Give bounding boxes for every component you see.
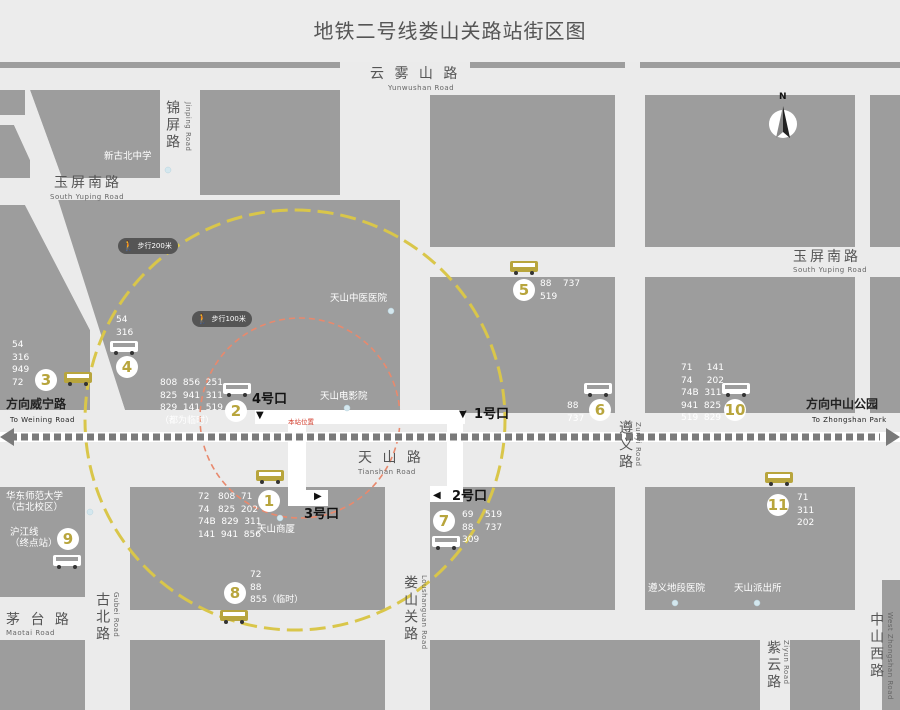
- exit3-corridor: [288, 424, 306, 506]
- road-tianshan-zh: 天 山 路: [358, 450, 424, 466]
- road-zhongshan-en: West Zhongshan Road: [886, 612, 895, 700]
- road-maotai-en: Maotai Road: [6, 629, 55, 637]
- road-jinping-zh: 锦屏路: [164, 100, 181, 151]
- north-arrow: [769, 106, 797, 138]
- bus-stop-6-number: 6: [589, 399, 611, 421]
- road-zunyi-en: Zunyi Road: [634, 422, 643, 467]
- road-zunyi-zh: 遵义路: [617, 420, 634, 471]
- title-bar: [0, 0, 900, 62]
- block-mid-right: [645, 277, 855, 413]
- exit-3-label: 3号口: [304, 507, 340, 522]
- landmark-tcm-hospital: 天山中医医院: [330, 293, 388, 304]
- road-gubei-zh: 古北路: [94, 592, 111, 643]
- bus-stop-4-number: 4: [116, 356, 138, 378]
- direction-east-en: To Zhongshan Park: [812, 416, 887, 424]
- landmark-cinema: 天山电影院: [320, 391, 368, 402]
- exit-4-arrow-icon: ▼: [256, 410, 264, 421]
- bus-stop-3-routes: 54 316 949 72: [12, 340, 30, 388]
- landmark-police-station: 天山派出所: [734, 583, 782, 594]
- road-yuping-right-zh: 玉屏南路: [793, 249, 861, 265]
- walking-person-icon: 🚶: [196, 313, 209, 325]
- road-loushanguan-zh: 娄山关路: [402, 575, 419, 643]
- bus-stop-10-number: 10: [724, 399, 746, 421]
- landmark-zunyi-hospital: 遵义地段医院: [648, 583, 706, 594]
- bus-stop-4-routes: 54 316: [116, 315, 134, 338]
- road-yunwushan-zh: 云 雾 山 路: [370, 66, 461, 82]
- block-far-left: [0, 205, 90, 410]
- road-maotai-zh: 茅 台 路: [6, 612, 72, 628]
- road-ziyun-en: Ziyun Road: [782, 640, 791, 685]
- track-arrow-east: [886, 428, 900, 446]
- road-yuping-left-zh: 玉屏南路: [54, 175, 122, 191]
- bus-stop-1-routes: 72 808 71 74 825 202 74B 829 311 141 941…: [198, 492, 262, 540]
- bus-stop-3-number: 3: [35, 369, 57, 391]
- walk-200m-badge: 🚶步行200米: [118, 238, 178, 254]
- bus-stop-8-routes: 72 88 855（临时）: [250, 570, 304, 605]
- bus-stop-7-routes: 69 519 88 737 309: [462, 510, 503, 545]
- exit-2-arrow-icon: ◀: [433, 490, 441, 501]
- bus-stop-7-number: 7: [433, 510, 455, 532]
- bus-stop-9-number: 9: [57, 528, 79, 550]
- walk-200m-label: 步行200米: [137, 242, 172, 250]
- road-tianshan-en: Tianshan Road: [358, 468, 416, 476]
- bus-stop-1-number: 1: [258, 490, 280, 512]
- bus-stop-5-number: 5: [513, 279, 535, 301]
- road-gubei-en: Gubei Road: [112, 592, 121, 638]
- road-ziyun-zh: 紫云路: [765, 640, 782, 691]
- exit-2-label: 2号口: [452, 489, 488, 504]
- landmark-xingubei-school: 新古北中学: [104, 151, 152, 162]
- block-lower-right: [645, 487, 855, 610]
- bus-stop-2-number: 2: [225, 400, 247, 422]
- ring-200m: [83, 208, 507, 632]
- north-label: N: [779, 92, 787, 102]
- bus-stop-10-routes: 71 141 74 202 74B 311 941 825 519 829: [681, 363, 724, 423]
- exit-3-arrow-icon: ▶: [314, 491, 322, 502]
- bus-stop-11-routes: 71 311 202: [797, 493, 815, 528]
- bus-stop-8-number: 8: [224, 582, 246, 604]
- walking-person-icon: 🚶: [122, 240, 135, 252]
- walk-100m-label: 步行100米: [211, 315, 246, 323]
- road-yuping-left-en: South Yuping Road: [50, 193, 125, 201]
- bus-stop-11-number: 11: [767, 494, 789, 516]
- road-jinping-en: Jinping Road: [184, 102, 193, 152]
- bus-stop-9-routes: 沪江线 （终点站）: [10, 527, 58, 549]
- station-hall: [255, 410, 465, 424]
- walk-100m-badge: 🚶步行100米: [192, 311, 252, 327]
- page-title: 地铁二号线娄山关路站街区图: [313, 19, 587, 43]
- block-xingubei: [30, 90, 160, 178]
- landmark-tianshan-mall: 天山商厦: [257, 524, 296, 535]
- direction-west-zh: 方向威宁路: [6, 397, 67, 411]
- station-position-label: 本站位置: [288, 418, 314, 426]
- exit-1-label: 1号口: [474, 407, 510, 422]
- road-loushanguan-en: Loushanguan Road: [420, 575, 429, 650]
- track-arrow-west: [0, 428, 14, 446]
- exit-4-label: 4号口: [252, 392, 288, 407]
- exit-1-arrow-icon: ▼: [459, 409, 467, 420]
- block-top-mid: [430, 95, 615, 247]
- direction-east-zh: 方向中山公园: [806, 397, 879, 411]
- road-zhongshan-zh: 中山西路: [868, 612, 885, 680]
- bus-stop-2-routes: 808 856 251 825 941 311 829 141 519 （都为临…: [160, 378, 223, 426]
- block-top-right: [645, 95, 855, 247]
- bus-stop-5-routes: 88 737 519: [540, 279, 581, 302]
- road-yuping-right-en: South Yuping Road: [793, 266, 868, 274]
- bus-stop-6-routes: 88 737: [567, 401, 585, 424]
- direction-west-en: To Weining Road: [10, 416, 75, 424]
- landmark-ecnu: 华东师范大学 （古北校区）: [6, 491, 64, 513]
- road-yunwushan-en: Yunwushan Road: [388, 84, 455, 92]
